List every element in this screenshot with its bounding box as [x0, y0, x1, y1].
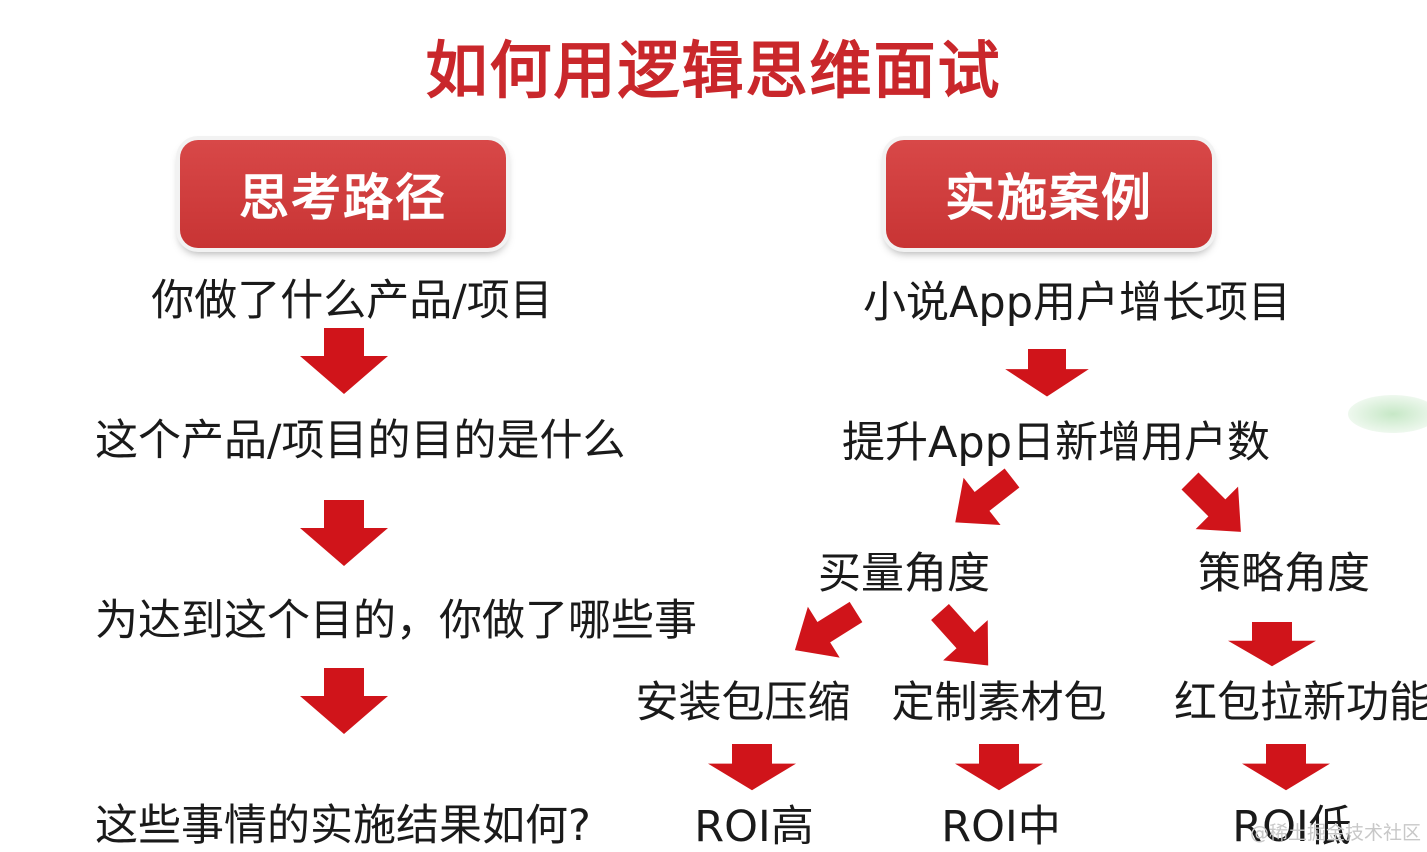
case-project: 小说App用户增长项目 — [862, 278, 1292, 328]
arrow-strategy-to-action — [1228, 622, 1316, 667]
watermark: @稀土掘金技术社区 — [1249, 822, 1421, 844]
arrow-to-roi-low — [1242, 744, 1330, 791]
result-roi-mid: ROI中 — [941, 802, 1061, 852]
step-product: 你做了什么产品/项目 — [151, 276, 553, 326]
action-package-compression: 安装包压缩 — [635, 678, 851, 728]
action-red-packet: 红包拉新功能 — [1174, 678, 1427, 728]
arrow-down-2 — [300, 500, 388, 566]
action-custom-materials: 定制素材包 — [891, 678, 1107, 728]
arrow-goal-to-buying — [936, 454, 1031, 546]
arrow-down-3 — [300, 668, 388, 734]
case-goal: 提升App日新增用户数 — [841, 418, 1271, 468]
green-blob-decoration — [1348, 395, 1427, 433]
step-results: 这些事情的实施结果如何? — [95, 801, 591, 851]
result-roi-low: ROI低 — [1232, 802, 1352, 852]
arrow-project-to-goal — [1005, 349, 1089, 397]
page-title: 如何用逻辑思维面试 — [425, 34, 1002, 107]
arrow-down-1 — [300, 328, 388, 394]
step-actions: 为达到这个目的，你做了哪些事 — [95, 596, 697, 646]
arrow-buying-to-materials — [917, 591, 1011, 686]
arrow-to-roi-mid — [955, 744, 1043, 791]
branch-buying-traffic: 买量角度 — [818, 549, 990, 599]
result-roi-high: ROI高 — [694, 802, 814, 852]
arrow-to-roi-high — [708, 744, 796, 791]
thinking-path-header: 思考路径 — [180, 140, 506, 248]
arrow-buying-to-compression — [779, 586, 872, 676]
arrow-goal-to-strategy — [1168, 459, 1263, 554]
branch-strategy: 策略角度 — [1198, 549, 1370, 599]
case-example-header: 实施案例 — [886, 140, 1212, 248]
step-purpose: 这个产品/项目的目的是什么 — [95, 416, 626, 466]
